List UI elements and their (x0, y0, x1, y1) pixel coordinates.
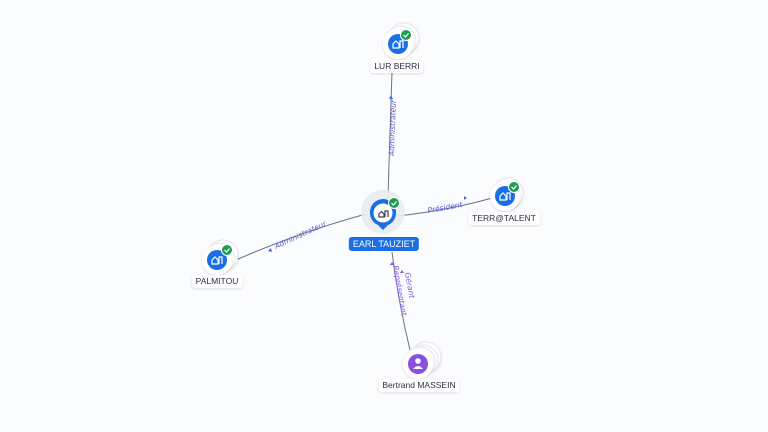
arrow-icon (464, 196, 467, 200)
arrow-icon (389, 95, 393, 99)
building-icon (499, 192, 511, 201)
verified-check-icon (388, 197, 400, 209)
node-lur-berri[interactable] (383, 22, 420, 59)
edge-label: Administrateur (387, 99, 398, 157)
arrow-icon (400, 270, 404, 273)
verified-check-icon (400, 29, 412, 41)
node-bertrand-massein[interactable] (403, 341, 442, 379)
building-icon (378, 210, 389, 218)
verified-check-icon (221, 244, 233, 256)
arrow-icon (268, 248, 272, 252)
building-icon (211, 256, 223, 265)
verified-check-icon (508, 181, 520, 193)
arrow-icon (390, 262, 394, 265)
center-node-label[interactable]: EARL TAUZIET (348, 237, 420, 251)
node-palmitou[interactable] (202, 239, 239, 275)
node-label-bertrand-massein[interactable]: Bertrand MASSEIN (378, 379, 460, 392)
edge-palmitou[interactable] (235, 213, 367, 261)
edge-bertrand[interactable] (391, 251, 411, 351)
building-icon (392, 40, 404, 49)
edge-label: Président (427, 200, 464, 215)
edge-terr-talent[interactable] (397, 197, 493, 217)
edge-lur-berri[interactable] (387, 71, 393, 197)
person-icon (413, 358, 423, 369)
node-label-palmitou[interactable]: PALMITOU (191, 275, 243, 288)
center-node[interactable] (361, 190, 405, 234)
node-label-lur-berri[interactable]: LUR BERRI (370, 60, 424, 73)
node-label-terr-talent[interactable]: TERR@TALENT (468, 212, 540, 225)
node-terr-talent[interactable] (490, 177, 524, 211)
edge-label: Administrateur (272, 219, 328, 252)
